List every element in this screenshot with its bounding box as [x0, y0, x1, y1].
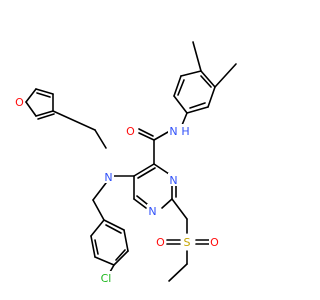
atom-pyrimidine-nitrogen-lower: N: [147, 204, 158, 218]
molecule-diagram: O N O N H N N S O: [14, 41, 237, 285]
atom-sulfonyl-oxygen-right: O: [209, 235, 220, 249]
sulfonyl-oxygen-right-label: O: [210, 236, 219, 249]
carbonyl-oxygen-label: O: [126, 125, 135, 138]
atom-furan-oxygen: O: [14, 95, 25, 109]
sulfonyl-oxygen-left-label: O: [156, 236, 165, 249]
sulfur-label: S: [184, 236, 191, 249]
furan-oxygen-label: O: [15, 96, 24, 109]
amide-hydrogen-label: H: [181, 125, 189, 138]
amine-nitrogen-label: N: [104, 171, 112, 184]
atom-pyrimidine-nitrogen-upper: N: [168, 173, 179, 187]
atom-carbonyl-oxygen: O: [125, 124, 136, 138]
pyrimidine-nitrogen-upper-label: N: [169, 174, 177, 187]
atom-amine-nitrogen: N: [103, 170, 114, 184]
bonds: [25, 41, 237, 282]
chlorine-label: Cl: [101, 272, 112, 285]
atom-amide-nitrogen: N H: [168, 124, 192, 138]
atom-sulfur: S: [181, 235, 193, 249]
atom-sulfonyl-oxygen-left: O: [155, 235, 166, 249]
atom-chlorine: Cl: [97, 271, 115, 285]
pyrimidine-nitrogen-lower-label: N: [148, 205, 156, 218]
structure-drawing: O N O N H N N S O: [14, 41, 237, 285]
amide-nitrogen-label: N: [169, 125, 177, 138]
atom-labels: O N O N H N N S O: [14, 95, 220, 285]
